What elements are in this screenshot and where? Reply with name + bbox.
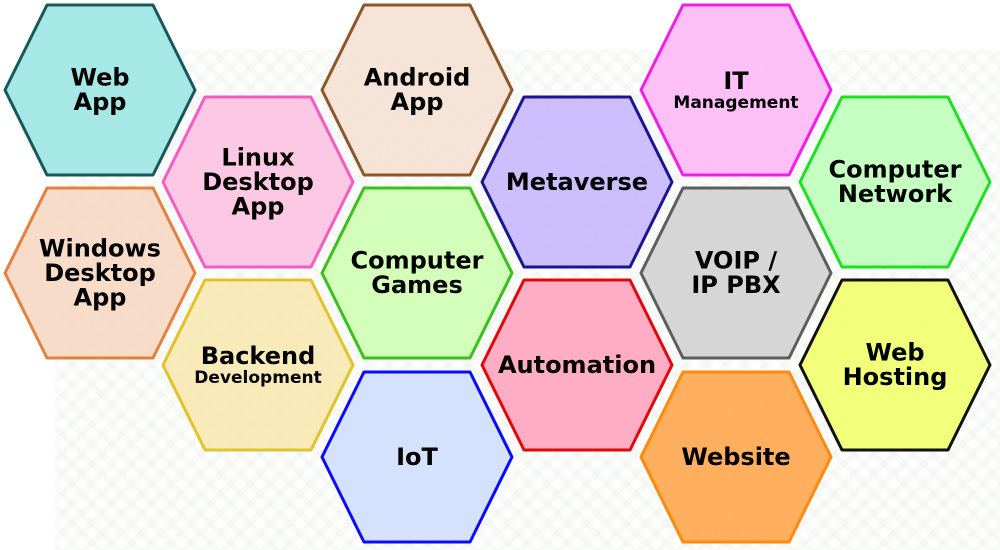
hexagon-label-line: App — [74, 88, 127, 116]
hexagon-shape — [3, 186, 197, 360]
hexagon-label-line: Linux — [221, 143, 295, 171]
hexagon-shape — [639, 3, 833, 177]
hexagon-label-line: Automation — [498, 351, 656, 379]
hexagon-label-line: Desktop — [44, 259, 156, 287]
hexagon-label-line: IP PBX — [691, 271, 781, 299]
hexagon-label-line: Hosting — [843, 363, 948, 391]
hexagon-shape — [639, 370, 833, 544]
hexagon-label-line: Games — [371, 271, 462, 299]
hexagon-label-line: App — [232, 192, 285, 220]
hexagon-shape — [320, 370, 514, 544]
hexagon-label-line: IoT — [396, 443, 438, 471]
hexagon-website: Website — [639, 370, 833, 544]
hexagon-shape — [3, 3, 197, 177]
hexagon-shape — [161, 278, 355, 452]
hexagon-shape — [480, 278, 674, 452]
hexagon-label-line: VOIP / — [695, 247, 777, 275]
hexagon-label-line: Android — [364, 64, 471, 92]
hexagon-label-line: Computer — [351, 247, 484, 275]
hexagon-label-line: Metaverse — [506, 168, 648, 196]
hexagon-shape — [161, 95, 355, 269]
hexagon-shape — [639, 186, 833, 360]
hexagon-automation: Automation — [480, 278, 674, 452]
hexagon-label-line: Desktop — [202, 168, 314, 196]
hexagon-label-line: Web — [865, 339, 924, 367]
hexagon-label-line: Windows — [39, 234, 161, 262]
hexagon-shape — [798, 278, 992, 452]
hexagon-label-line: IT — [723, 67, 749, 95]
hexagon-shape — [320, 3, 514, 177]
hexagon-label-line: Management — [673, 93, 798, 113]
hexagon-metaverse: Metaverse — [480, 95, 674, 269]
hexagon-label-line: Network — [838, 180, 953, 208]
hexagon-label-line: Backend — [201, 342, 316, 370]
hexagon-label-line: Website — [681, 443, 790, 471]
hexagon-label-line: Development — [194, 368, 321, 388]
hexagon-label-line: App — [74, 283, 127, 311]
hexagon-iot: IoT — [320, 370, 514, 544]
hexagon-shape — [480, 95, 674, 269]
hexagon-label-line: Web — [70, 64, 129, 92]
hexagon-voip-ip-pbx: VOIP /IP PBX — [639, 186, 833, 360]
hexagon-shape — [320, 186, 514, 360]
hexagon-shape — [798, 95, 992, 269]
hexagon-label-line: Computer — [829, 156, 962, 184]
hexagon-label-line: App — [391, 88, 444, 116]
